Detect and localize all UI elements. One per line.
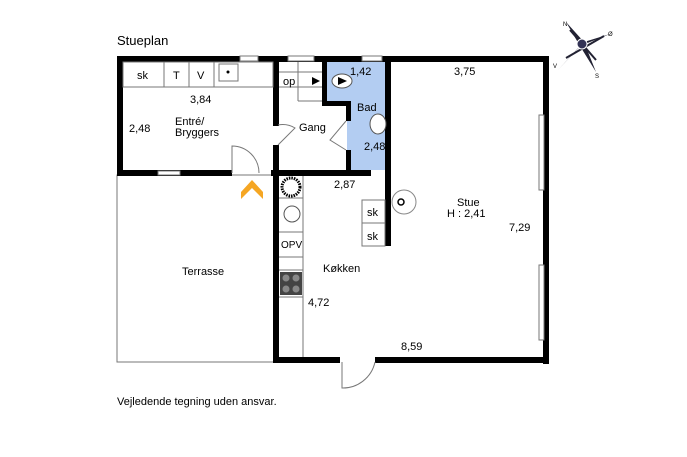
fixture-sk: sk <box>137 70 149 82</box>
kitchen-name: Køkken <box>323 263 360 275</box>
entre-depth: 2,48 <box>129 123 150 135</box>
stue-height: H : 2,41 <box>447 208 486 220</box>
entre-name-2: Bryggers <box>175 127 220 139</box>
compass-e: Ø <box>608 32 613 38</box>
entry-door[interactable] <box>231 145 260 174</box>
sink-icon <box>283 205 301 223</box>
bathroom-area <box>326 62 388 170</box>
utility-sink-icon <box>226 70 230 74</box>
fixture-t: T <box>173 70 180 82</box>
compass-w: V <box>553 64 557 70</box>
gang-door[interactable] <box>277 124 296 146</box>
bath-name: Bad <box>357 102 377 114</box>
cabinet-sk-1: sk <box>367 207 379 219</box>
stue-name: Stue <box>457 197 480 209</box>
walls <box>117 56 549 364</box>
cabinet-sk-2: sk <box>367 231 379 243</box>
bath-width: 1,42 <box>350 66 371 78</box>
stue-width: 3,75 <box>454 66 475 78</box>
overall-width: 8,59 <box>401 341 422 353</box>
entrance-arrow-icon <box>241 180 263 199</box>
entre-width: 3,84 <box>190 94 211 106</box>
dishwasher-label: OPV <box>281 240 302 251</box>
washbasin-icon <box>369 113 387 135</box>
stue-depth: 7,29 <box>509 222 530 234</box>
compass-icon: N Ø V S <box>553 22 613 80</box>
stairs <box>279 62 322 102</box>
extractor-fan-icon <box>280 176 302 198</box>
kitchen-width: 2,87 <box>334 179 355 191</box>
bath-depth: 2,48 <box>364 141 385 153</box>
stair-arrow-icon <box>312 77 320 85</box>
stairs-label: op <box>283 76 295 88</box>
compass-n: N <box>563 22 567 28</box>
gang-name: Gang <box>299 122 326 134</box>
entre-name-1: Entré/ <box>175 116 205 128</box>
fixture-v: V <box>197 70 205 82</box>
bath-door[interactable] <box>329 120 347 151</box>
plan-title: Stueplan <box>117 33 168 48</box>
terrace-name: Terrasse <box>182 266 224 278</box>
compass-s: S <box>595 74 599 80</box>
hob-icon <box>280 272 302 295</box>
disclaimer: Vejledende tegning uden ansvar. <box>117 396 277 408</box>
kitchen-depth: 4,72 <box>308 297 329 309</box>
terrace-door[interactable] <box>341 361 376 389</box>
